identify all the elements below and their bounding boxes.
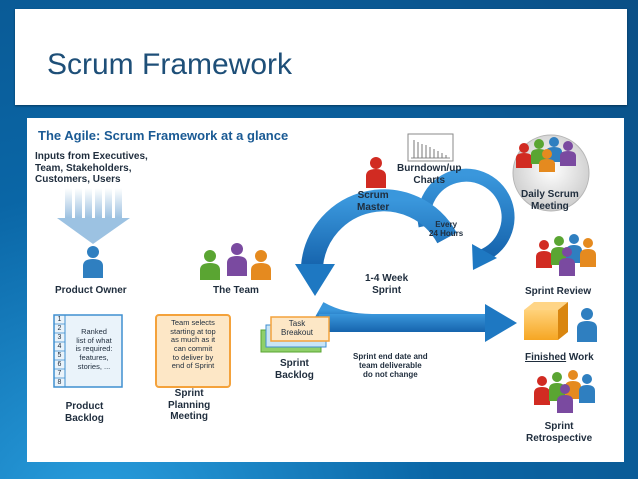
- inputs-down-arrows: [57, 188, 130, 244]
- finished-work-label: Finished Work: [525, 352, 594, 363]
- diagram-graphics: [53, 133, 597, 413]
- sprint-review-people-icon: [536, 234, 596, 276]
- sprint-length-label: 1-4 Week Sprint: [365, 273, 409, 296]
- backlog-number-column: 1 2 3 4 5 6 7 8: [57, 316, 62, 386]
- sprint-review-label: Sprint Review: [525, 286, 592, 297]
- product-backlog-list-icon: [53, 314, 123, 388]
- diagram-heading: The Agile: Scrum Framework at a glance: [38, 128, 289, 143]
- burndown-chart-icon: [407, 133, 454, 162]
- daily-scrum-label: Daily Scrum Meeting: [521, 189, 579, 212]
- product-backlog-label: Product Backlog: [65, 401, 104, 424]
- sprint-end-note: Sprint end date and team deliverable do …: [353, 352, 428, 380]
- sprint-cycle-arrow: [295, 189, 517, 342]
- product-owner-label: Product Owner: [55, 285, 127, 296]
- daily-scrum-meeting-icon: [512, 134, 590, 212]
- burndown-charts-label: Burndown/up Charts: [397, 163, 462, 186]
- team-selects-text: Team selects starting at top as much as …: [170, 318, 216, 371]
- inputs-label: Inputs from Executives, Team, Stakeholde…: [35, 151, 148, 185]
- title-bar: [15, 9, 627, 105]
- scrum-master-person-icon: [366, 157, 386, 188]
- sprint-backlog-label: Sprint Backlog: [275, 358, 314, 381]
- daily-cycle-arrow: [417, 168, 515, 270]
- scrum-master-label: Scrum Master: [357, 190, 390, 213]
- task-breakout-label: Task Breakout: [281, 319, 314, 338]
- sprint-retrospective-label: Sprint Retrospective: [526, 421, 593, 444]
- every-24-hours-label: Every 24 Hours: [429, 220, 464, 239]
- scrum-diagram: The Agile: Scrum Framework at a glance I…: [27, 118, 624, 462]
- sprint-backlog-cards-icon: [260, 316, 330, 353]
- product-owner-person-icon: [83, 246, 103, 278]
- the-team-people-icon: [200, 243, 271, 280]
- team-selects-card: [155, 314, 231, 388]
- sprint-planning-label: Sprint Planning Meeting: [168, 388, 211, 422]
- ranked-list-text: Ranked list of what is required: feature…: [75, 327, 113, 371]
- finished-work-box-icon: [524, 302, 597, 342]
- slide-title: Scrum Framework: [47, 48, 293, 81]
- sprint-retrospective-people-icon: [534, 370, 595, 413]
- the-team-label: The Team: [213, 285, 259, 296]
